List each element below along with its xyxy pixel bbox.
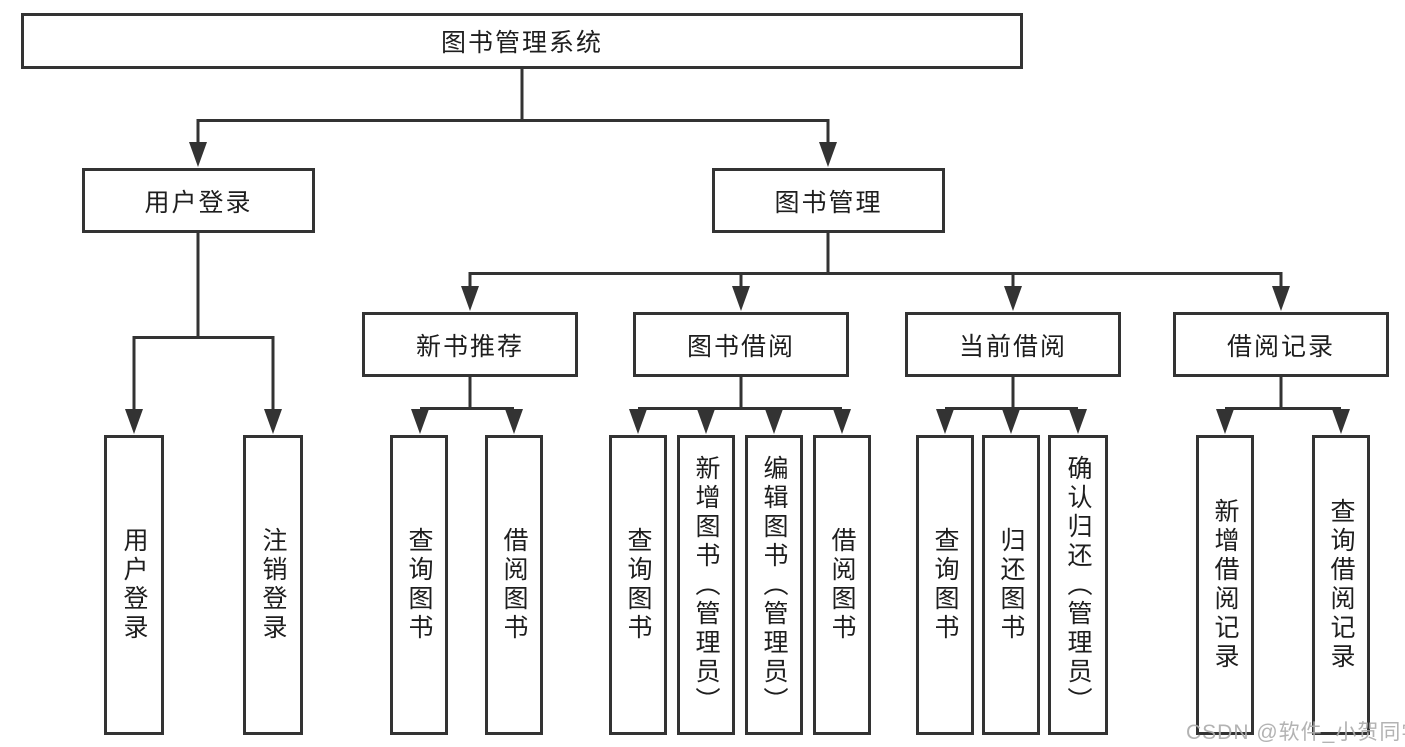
connector-level1 bbox=[196, 119, 830, 144]
leaf-edit-books-admin: 编辑图书（管理员） bbox=[745, 435, 803, 735]
connector-level2 bbox=[468, 272, 1283, 288]
node-book-borrow: 图书借阅 bbox=[633, 312, 849, 377]
node-current-borrow: 当前借阅 bbox=[905, 312, 1121, 377]
connector-userlogin-children bbox=[132, 336, 275, 411]
csdn-watermark: CSDN @软件_小贺同学 bbox=[1186, 721, 1405, 744]
leaf-return-books: 归还图书 bbox=[982, 435, 1040, 735]
leaf-query-books-borrow: 查询图书 bbox=[609, 435, 667, 735]
node-new-book-recommend: 新书推荐 bbox=[362, 312, 578, 377]
node-library-system: 图书管理系统 bbox=[21, 13, 1023, 69]
leaf-query-borrow-record: 查询借阅记录 bbox=[1312, 435, 1370, 735]
leaf-add-books-admin: 新增图书（管理员） bbox=[677, 435, 735, 735]
leaf-confirm-return-admin: 确认归还（管理员） bbox=[1048, 435, 1108, 735]
node-book-management: 图书管理 bbox=[712, 168, 945, 233]
leaf-user-login: 用户登录 bbox=[104, 435, 164, 735]
leaf-query-books-recommend: 查询图书 bbox=[390, 435, 448, 735]
leaf-add-borrow-record: 新增借阅记录 bbox=[1196, 435, 1254, 735]
leaf-logout: 注销登录 bbox=[243, 435, 303, 735]
leaf-borrow-books: 借阅图书 bbox=[813, 435, 871, 735]
leaf-query-books-current: 查询图书 bbox=[916, 435, 974, 735]
leaf-borrow-books-recommend: 借阅图书 bbox=[485, 435, 543, 735]
node-user-login: 用户登录 bbox=[82, 168, 315, 233]
node-borrow-records: 借阅记录 bbox=[1173, 312, 1389, 377]
